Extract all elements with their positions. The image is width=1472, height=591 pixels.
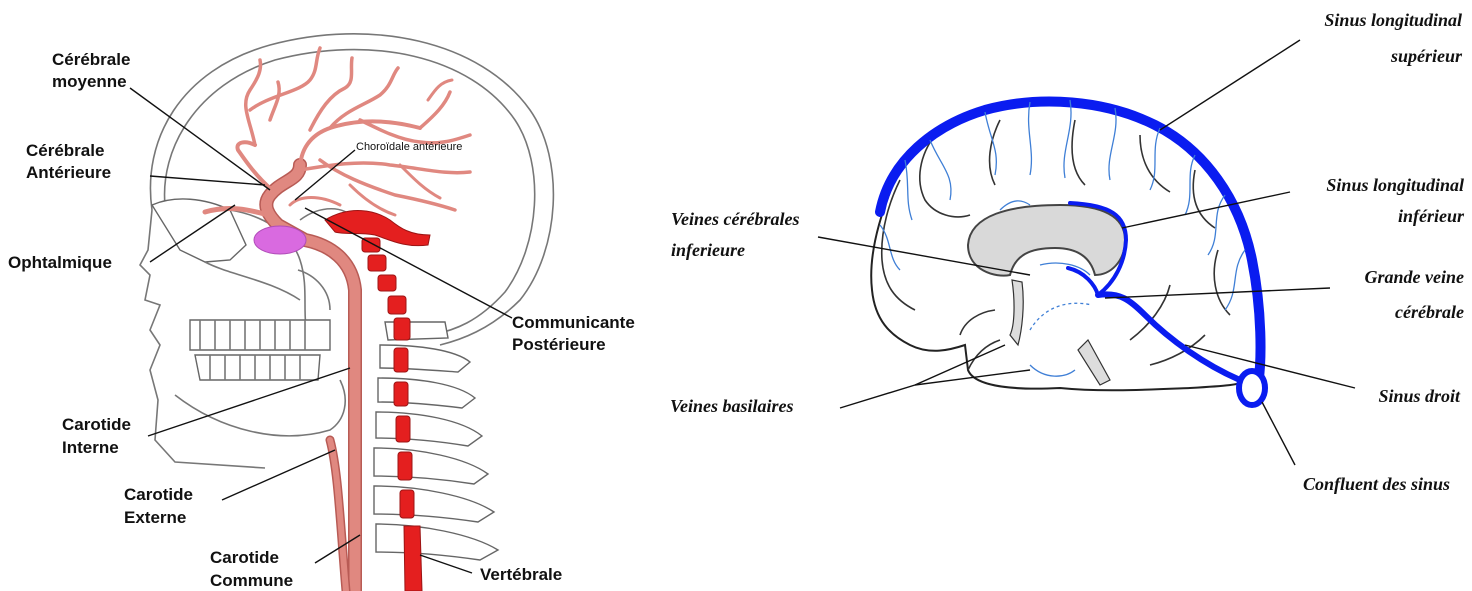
confluence-of-sinuses — [1239, 371, 1265, 405]
label-sinus-droit: Sinus droit — [1378, 386, 1461, 406]
label-grande-veine-cerebrale-1: Grande veine — [1365, 267, 1464, 287]
label-cerebrale-moyenne-2: moyenne — [52, 72, 127, 91]
right-labels: Sinus longitudinal supérieur Sinus longi… — [670, 10, 1465, 494]
label-carotide-interne-1: Carotide — [62, 415, 131, 434]
label-veines-basilaires: Veines basilaires — [670, 396, 794, 416]
label-sinus-longitudinal-inferieur-1: Sinus longitudinal — [1326, 175, 1464, 195]
label-carotide-commune-2: Commune — [210, 571, 293, 590]
label-sinus-longitudinal-superieur-2: supérieur — [1390, 46, 1463, 66]
label-communicante-posterieure-2: Postérieure — [512, 335, 606, 354]
label-grande-veine-cerebrale-2: cérébrale — [1395, 302, 1464, 322]
label-cerebrale-moyenne-1: Cérébrale — [52, 50, 130, 69]
label-carotide-externe-1: Carotide — [124, 485, 193, 504]
cervical-vertebrae — [374, 322, 498, 560]
arterial-diagram: Cérébrale moyenne Cérébrale Antérieure C… — [8, 34, 635, 591]
label-ophtalmique: Ophtalmique — [8, 253, 112, 272]
label-communicante-posterieure-1: Communicante — [512, 313, 635, 332]
label-carotide-commune-1: Carotide — [210, 548, 279, 567]
label-choroidale-anterieure: Choroïdale antérieure — [356, 141, 462, 153]
label-cerebrale-anterieure-1: Cérébrale — [26, 141, 104, 160]
label-vertebrale: Vertébrale — [480, 565, 562, 584]
venous-diagram: Sinus longitudinal supérieur Sinus longi… — [670, 10, 1465, 494]
label-cerebrale-anterieure-2: Antérieure — [26, 163, 111, 182]
skull-outline — [140, 34, 553, 468]
straight-sinus — [1098, 294, 1240, 380]
label-veines-cerebrales-inferieure-2: inferieure — [671, 240, 745, 260]
label-carotide-interne-2: Interne — [62, 438, 119, 457]
corpus-callosum — [968, 205, 1125, 276]
pituitary-gland — [254, 226, 306, 254]
midbrain — [1010, 263, 1110, 385]
label-sinus-longitudinal-inferieur-2: inférieur — [1398, 206, 1465, 226]
label-confluent-des-sinus: Confluent des sinus — [1303, 474, 1450, 494]
label-carotide-externe-2: Externe — [124, 508, 186, 527]
label-veines-cerebrales-inferieure-1: Veines cérébrales — [671, 209, 799, 229]
label-sinus-longitudinal-superieur-1: Sinus longitudinal — [1324, 10, 1462, 30]
